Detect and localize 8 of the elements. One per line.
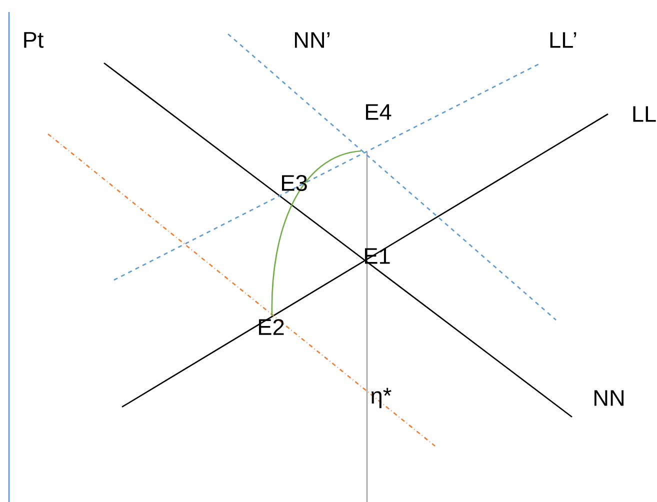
- point-label: LL’: [550, 32, 576, 48]
- point-label: LL: [633, 106, 656, 122]
- point-label: NN’: [294, 32, 330, 48]
- point-label: E2: [259, 319, 284, 335]
- point-label: Pt: [24, 32, 44, 48]
- point-label: E4: [366, 104, 392, 120]
- point-label: η*: [371, 388, 392, 408]
- point-label: NN: [594, 390, 624, 406]
